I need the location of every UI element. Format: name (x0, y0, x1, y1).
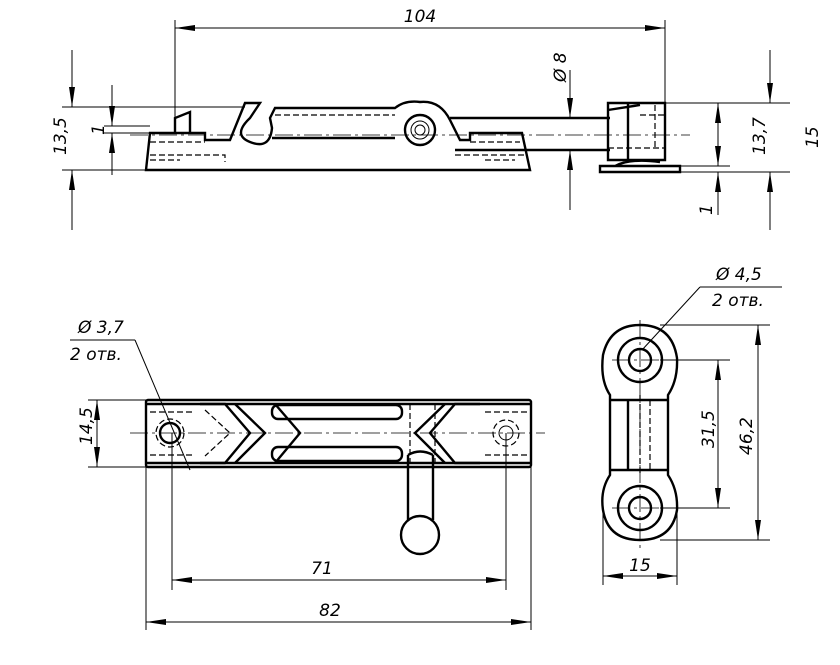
top-view: 104 Ø 8 13,5 1 13,7 1 15 (51, 7, 823, 230)
hole-count-left: 2 отв. (70, 345, 122, 365)
dim-base-height: 13,5 (51, 117, 71, 155)
dim-keeper-hole-diameter: Ø 4,5 (715, 265, 762, 285)
front-view: 14,5 Ø 3,7 2 отв. 71 82 (70, 318, 545, 630)
dim-overall-length: 82 (319, 601, 341, 621)
keeper-view: Ø 4,5 2 отв. 31,5 46,2 15 (601, 265, 782, 585)
dim-keeper-offset: 1 (697, 204, 717, 215)
dim-rod-diameter: Ø 8 (551, 52, 571, 83)
handle-knob[interactable] (399, 514, 441, 556)
dim-length-104: 104 (404, 7, 436, 27)
bolt-head (403, 113, 437, 147)
bolt-handle[interactable] (406, 450, 435, 521)
hole-count-keeper: 2 отв. (712, 291, 764, 311)
dim-keeper-hole-spacing: 31,5 (699, 410, 719, 448)
dim-base-offset: 1 (89, 124, 109, 135)
dim-hole-diameter-left: Ø 3,7 (77, 318, 124, 338)
dim-keeper-total: 15 (803, 126, 823, 148)
dim-hole-spacing: 71 (311, 559, 333, 579)
dim-keeper-width: 15 (629, 556, 651, 576)
dim-keeper-height: 13,7 (750, 117, 770, 155)
dim-width: 14,5 (77, 407, 97, 445)
dim-keeper-height: 46,2 (737, 417, 757, 455)
